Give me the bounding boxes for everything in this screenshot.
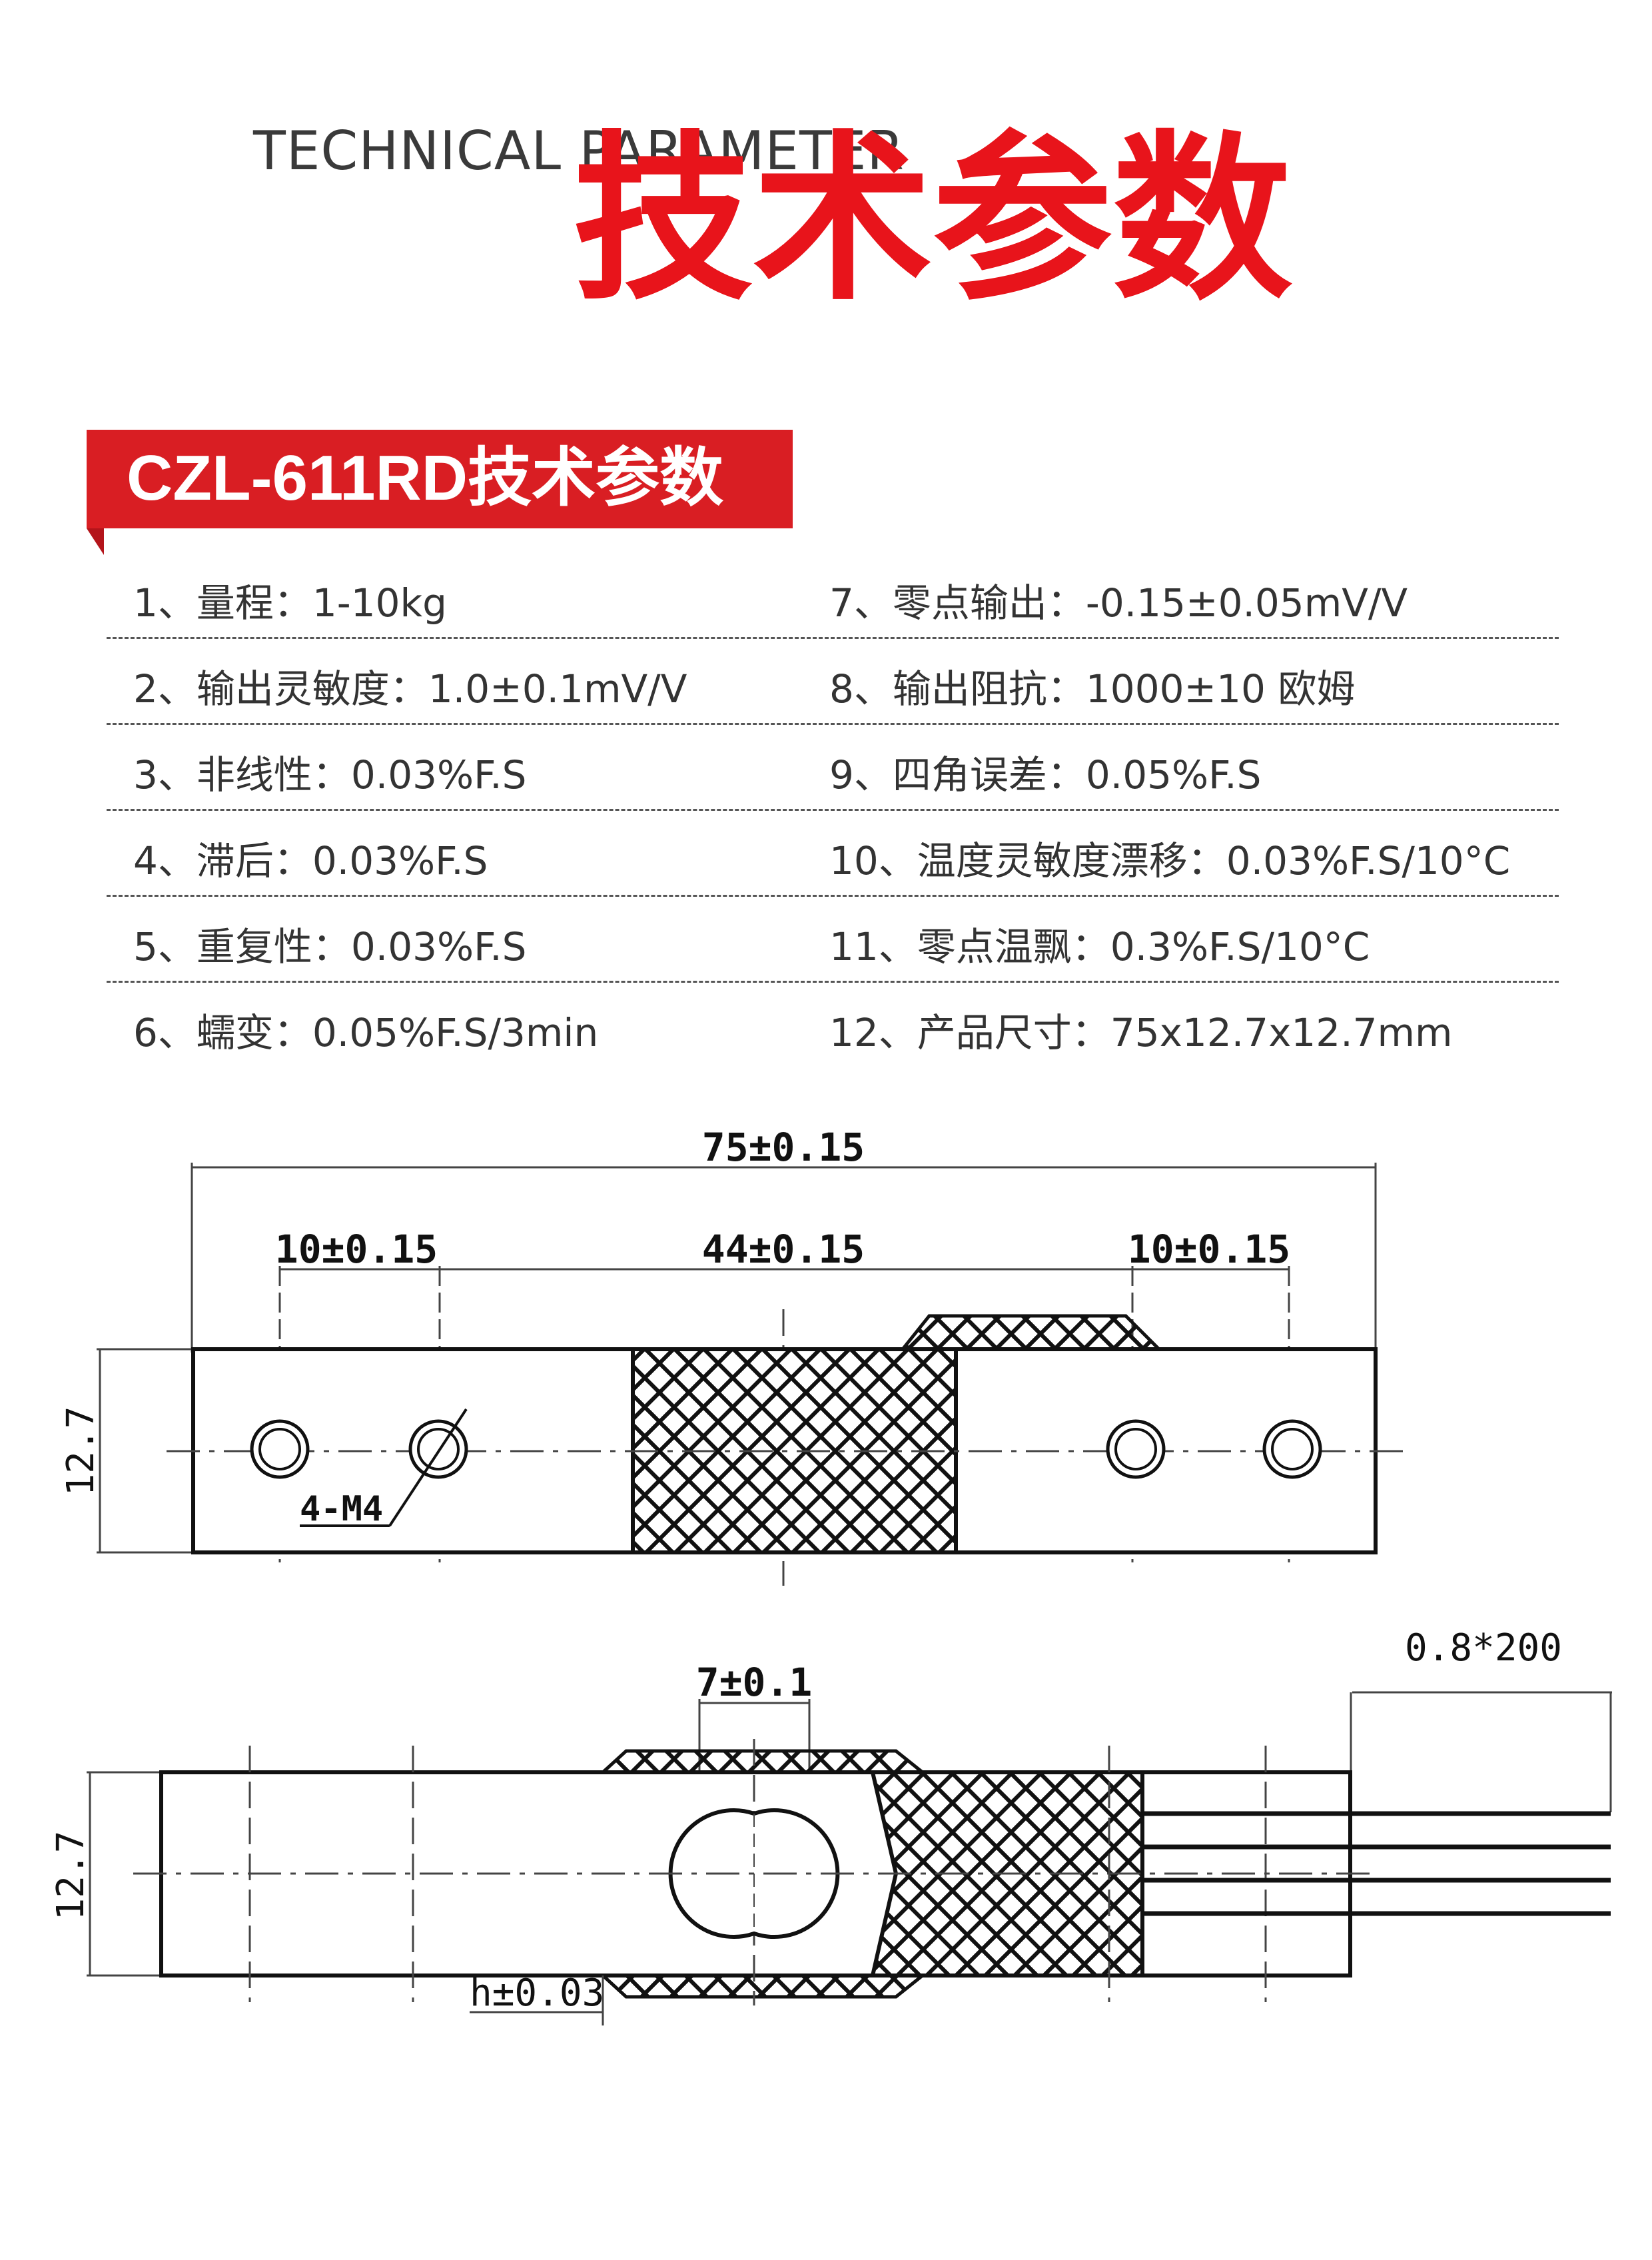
parameter-item: 9、四角误差：0.05%F.S xyxy=(829,752,1262,798)
parameter-row: 3、非线性：0.03%F.S 9、四角误差：0.05%F.S xyxy=(107,725,1559,811)
header-english-title: TECHNICAL PARAMETER xyxy=(253,120,905,182)
parameter-row: 4、滞后：0.03%F.S 10、温度灵敏度漂移：0.03%F.S/10°C xyxy=(107,811,1559,897)
dimension-center-span: 44±0.15 xyxy=(702,1227,865,1272)
dimension-height: 12.7 xyxy=(59,1407,103,1496)
parameter-item: 5、重复性：0.03%F.S xyxy=(133,924,527,969)
dimension-web-thickness: h±0.03 xyxy=(470,1972,604,2015)
parameter-item: 11、零点温飘：0.3%F.S/10°C xyxy=(829,924,1370,969)
dimension-overall-length: 75±0.15 xyxy=(702,1125,865,1170)
parameter-item: 1、量程：1-10kg xyxy=(133,580,447,626)
mounting-hole xyxy=(1262,1419,1322,1479)
parameter-item: 10、温度灵敏度漂移：0.03%F.S/10°C xyxy=(829,838,1511,883)
top-view: 75±0.15 10±0.15 44±0.15 10±0.15 12.7 xyxy=(59,1125,1406,1586)
parameter-item: 6、蠕变：0.05%F.S/3min xyxy=(133,1010,599,1055)
banner-fold xyxy=(87,528,104,555)
banner-title: CZL-611RD技术参数 xyxy=(127,442,724,514)
dimension-side-height: 12.7 xyxy=(49,1831,93,1921)
parameter-row: 6、蠕变：0.05%F.S/3min 12、产品尺寸：75x12.7x12.7m… xyxy=(107,983,1559,1067)
mounting-hole xyxy=(1106,1419,1166,1479)
dimension-gauge-width: 7±0.1 xyxy=(696,1660,813,1705)
mounting-hole xyxy=(250,1419,310,1479)
dimension-hole-pitch-right: 10±0.15 xyxy=(1128,1227,1290,1272)
parameter-item: 8、输出阻抗：1000±10 欧姆 xyxy=(829,666,1356,712)
parameter-table: 1、量程：1-10kg 7、零点输出：-0.15±0.05mV/V 2、输出灵敏… xyxy=(107,553,1559,1067)
parameter-item: 7、零点输出：-0.15±0.05mV/V xyxy=(829,580,1408,626)
hole-thread-label: 4-M4 xyxy=(300,1489,383,1529)
cable-spec-label: 0.8*200 xyxy=(1405,1626,1562,1670)
header-chinese-title: 技术参数 xyxy=(573,115,1292,324)
parameter-item: 2、输出灵敏度：1.0±0.1mV/V xyxy=(133,666,687,712)
parameter-item: 12、产品尺寸：75x12.7x12.7mm xyxy=(829,1010,1453,1055)
mounting-hole xyxy=(408,1419,468,1479)
banner-background xyxy=(87,430,793,528)
parameter-item: 4、滞后：0.03%F.S xyxy=(133,838,488,883)
parameter-row: 1、量程：1-10kg 7、零点输出：-0.15±0.05mV/V xyxy=(107,553,1559,639)
section-banner: CZL-611RD技术参数 xyxy=(87,430,793,563)
dimension-hole-pitch-left: 10±0.15 xyxy=(275,1227,438,1272)
parameter-row: 2、输出灵敏度：1.0±0.1mV/V 8、输出阻抗：1000±10 欧姆 xyxy=(107,639,1559,725)
parameter-item: 3、非线性：0.03%F.S xyxy=(133,752,527,798)
side-view: 7±0.1 0.8*200 12.7 xyxy=(49,1626,1612,2025)
parameter-row: 5、重复性：0.03%F.S 11、零点温飘：0.3%F.S/10°C xyxy=(107,897,1559,983)
